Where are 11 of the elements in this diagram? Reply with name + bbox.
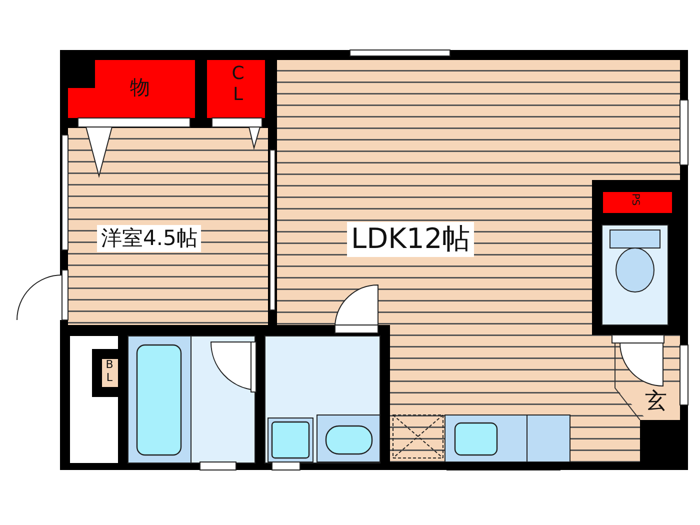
- room-label: 物: [130, 76, 150, 98]
- storage-room: [68, 60, 195, 118]
- room-label: CL: [230, 64, 246, 106]
- room-label: BL: [104, 359, 114, 384]
- closet: [102, 359, 118, 387]
- bedroom: [68, 128, 268, 325]
- room-label: 玄: [645, 390, 667, 414]
- closet: [207, 60, 265, 118]
- room-label: LDK12帖: [347, 222, 474, 257]
- room-label: PS: [630, 193, 641, 206]
- room-label: 洋室4.5帖: [97, 225, 202, 252]
